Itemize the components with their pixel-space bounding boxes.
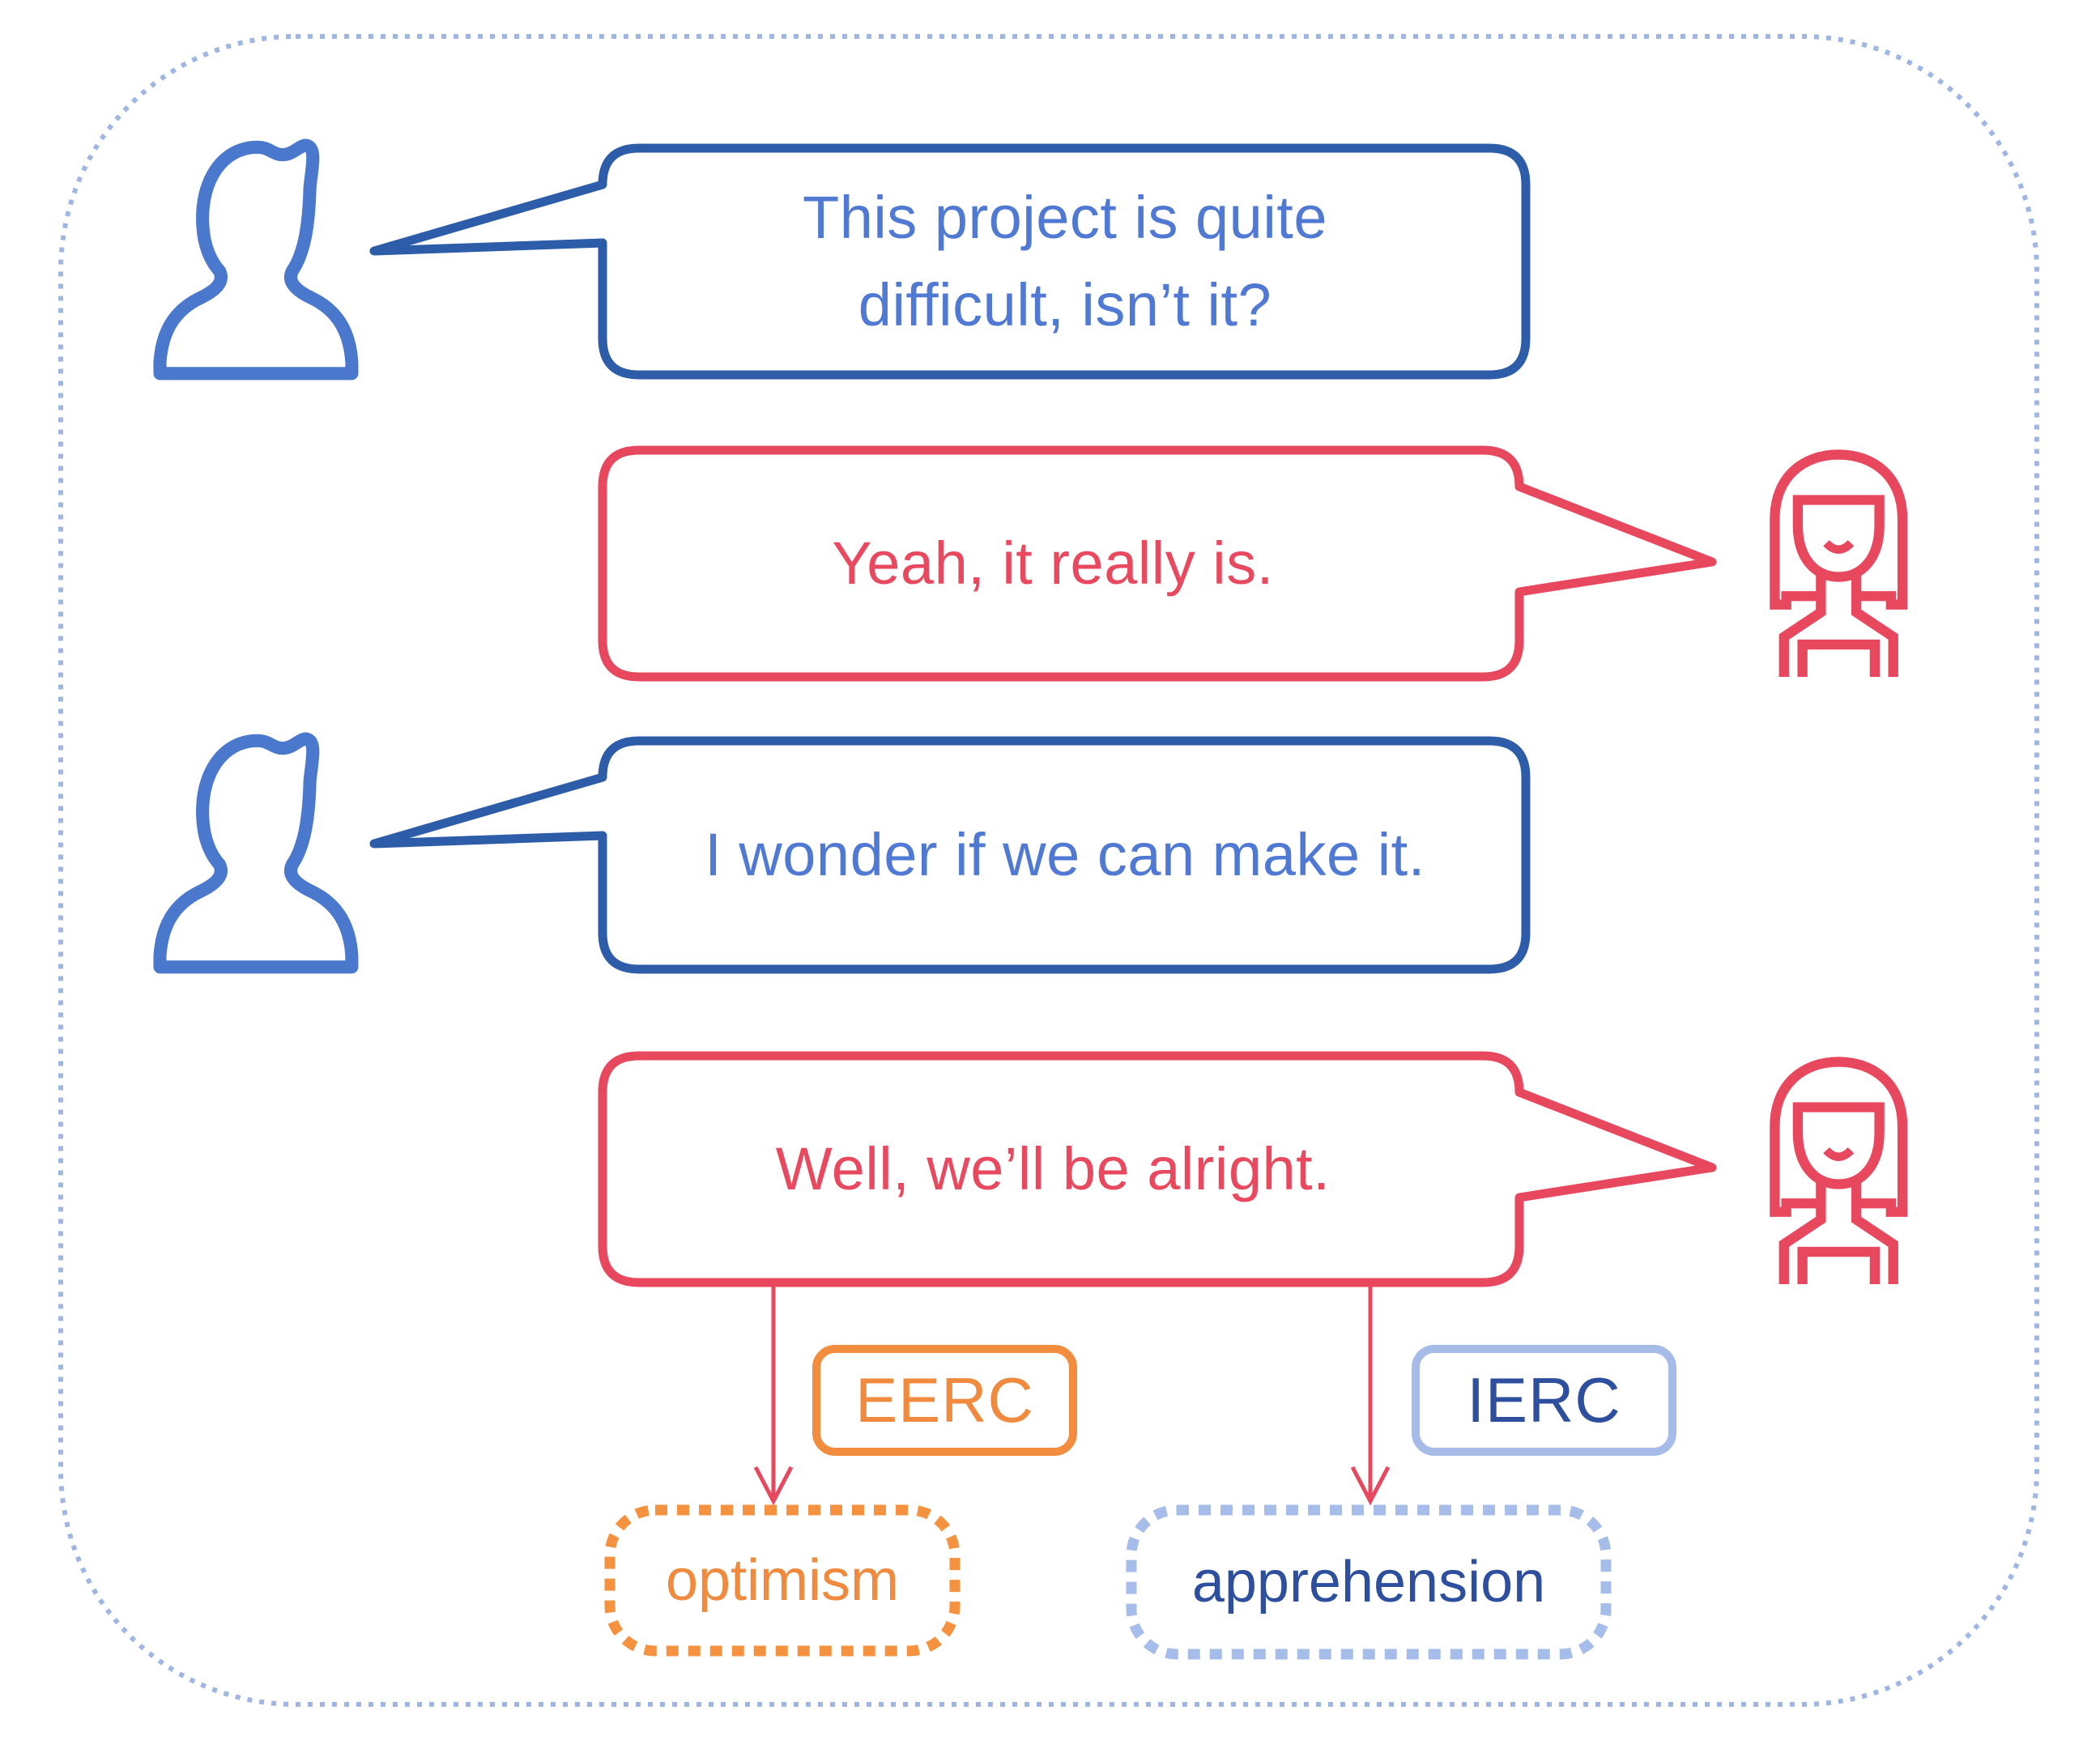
optimism-dashed-box xyxy=(604,1504,961,1657)
eerc-label-box: EERC xyxy=(812,1345,1077,1456)
ierc-label: IERC xyxy=(1467,1364,1621,1436)
ierc-label-box: IERC xyxy=(1412,1345,1676,1456)
outer-dotted-frame xyxy=(58,34,2039,1707)
apprehension-dashed-box xyxy=(1126,1504,1612,1660)
female-avatar-icon xyxy=(1774,1061,1902,1284)
male-avatar-icon xyxy=(160,739,352,968)
male-avatar-icon xyxy=(160,146,352,374)
eerc-label: EERC xyxy=(855,1364,1034,1436)
speech-bubble-female-2 xyxy=(598,1051,1717,1287)
ierc-arrow xyxy=(1350,1283,1391,1506)
speech-bubble-male-1 xyxy=(369,143,1531,380)
speech-bubble-female-1 xyxy=(598,445,1717,682)
speech-bubble-male-2 xyxy=(369,736,1531,974)
eerc-arrow xyxy=(753,1283,794,1506)
female-avatar-icon xyxy=(1774,454,1902,677)
